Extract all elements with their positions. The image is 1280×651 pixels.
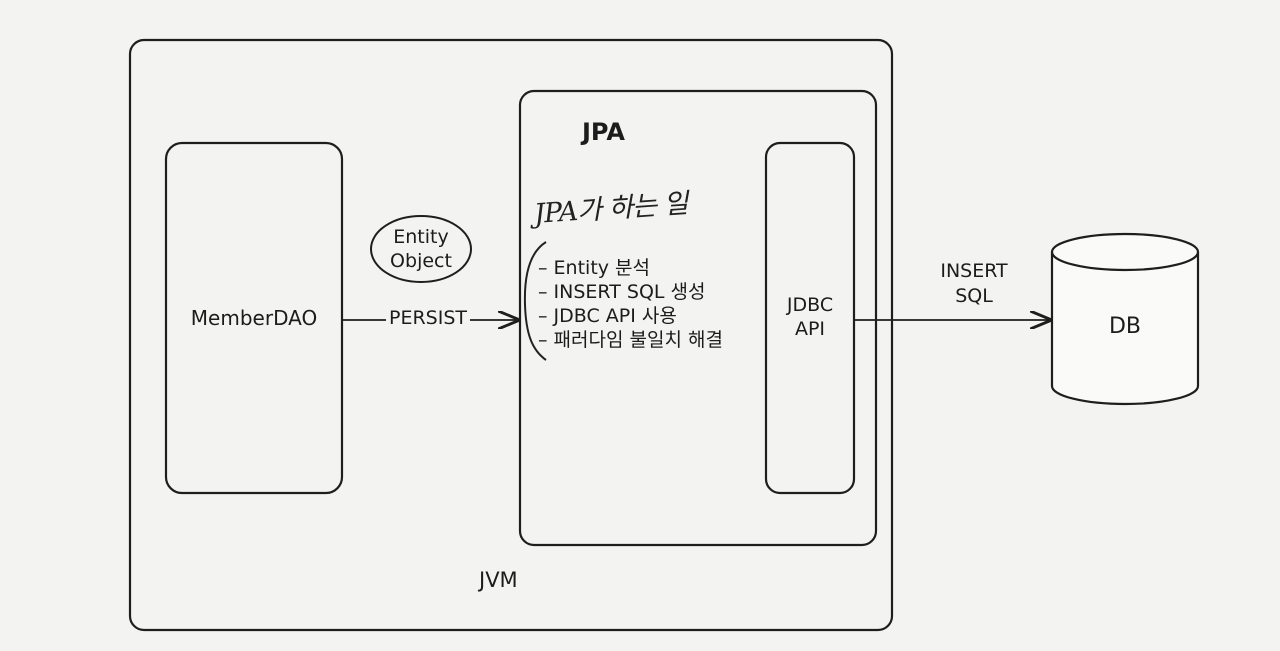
jvm-box — [128, 38, 894, 632]
jdbc-api-box — [764, 141, 856, 495]
entity-object-label: Entity Object — [390, 226, 452, 272]
member-dao-label: MemberDAO — [190, 306, 318, 330]
jvm-label: JVM — [479, 568, 518, 592]
handwritten-bracket — [523, 241, 547, 361]
jpa-step: – JDBC API 사용 — [538, 305, 677, 327]
jpa-label: JPA — [582, 118, 625, 146]
jpa-step: – INSERT SQL 생성 — [538, 281, 706, 303]
jdbc-api-label: JDBC API — [786, 294, 834, 340]
entity-object-ellipse — [370, 215, 472, 283]
insert-sql-label: INSERT SQL — [940, 260, 1008, 307]
persist-label: PERSIST — [386, 307, 470, 329]
db-cylinder — [1050, 232, 1200, 406]
jpa-box — [518, 89, 878, 547]
jpa-steps-list: – Entity 분석 – INSERT SQL 생성 – JDBC API 사… — [538, 256, 723, 352]
jpa-step: – 패러다임 불일치 해결 — [538, 329, 723, 351]
db-label: DB — [1108, 314, 1142, 339]
jpa-step: – Entity 분석 — [538, 257, 651, 279]
member-dao-box — [164, 141, 344, 495]
